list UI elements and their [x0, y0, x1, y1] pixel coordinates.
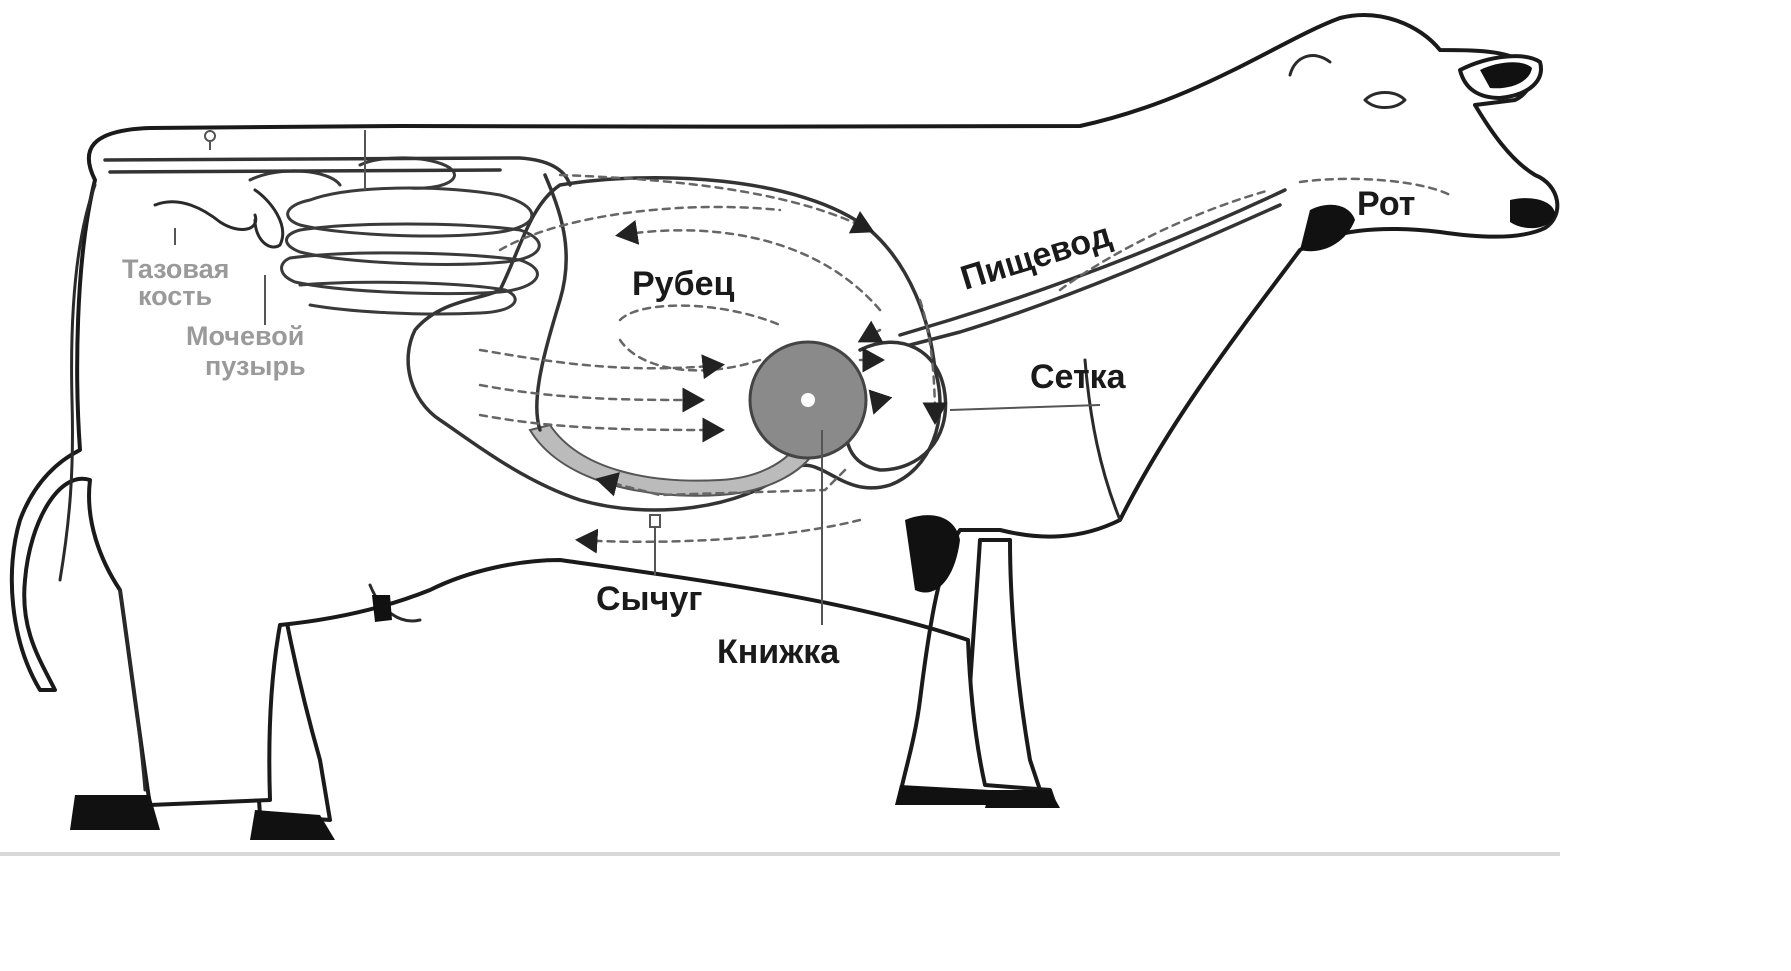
- label-omasum: Книжка: [717, 633, 840, 671]
- label-abomasum: Сычуг: [596, 580, 702, 618]
- hoof-rear-near: [70, 795, 160, 830]
- label-bladder-line1: Мочевой: [186, 321, 304, 351]
- label-mouth: Рот: [1357, 185, 1415, 223]
- label-rumen: Рубец: [632, 265, 734, 303]
- image-bottom-edge: [0, 852, 1560, 856]
- omasum-center: [801, 393, 815, 407]
- label-bladder-line2: пузырь: [205, 351, 306, 381]
- udder-teat: [372, 595, 392, 622]
- label-reticulum: Сетка: [1030, 358, 1127, 396]
- label-pelvic-bone-line1: Тазовая: [122, 254, 229, 284]
- rectum-line-2: [110, 170, 500, 172]
- hoof-front-far: [985, 790, 1060, 808]
- cow-illustration: Рот Пищевод Рубец Сетка Сычуг Книжка Таз…: [0, 0, 1560, 850]
- label-pelvic-bone-line2: кость: [138, 281, 212, 311]
